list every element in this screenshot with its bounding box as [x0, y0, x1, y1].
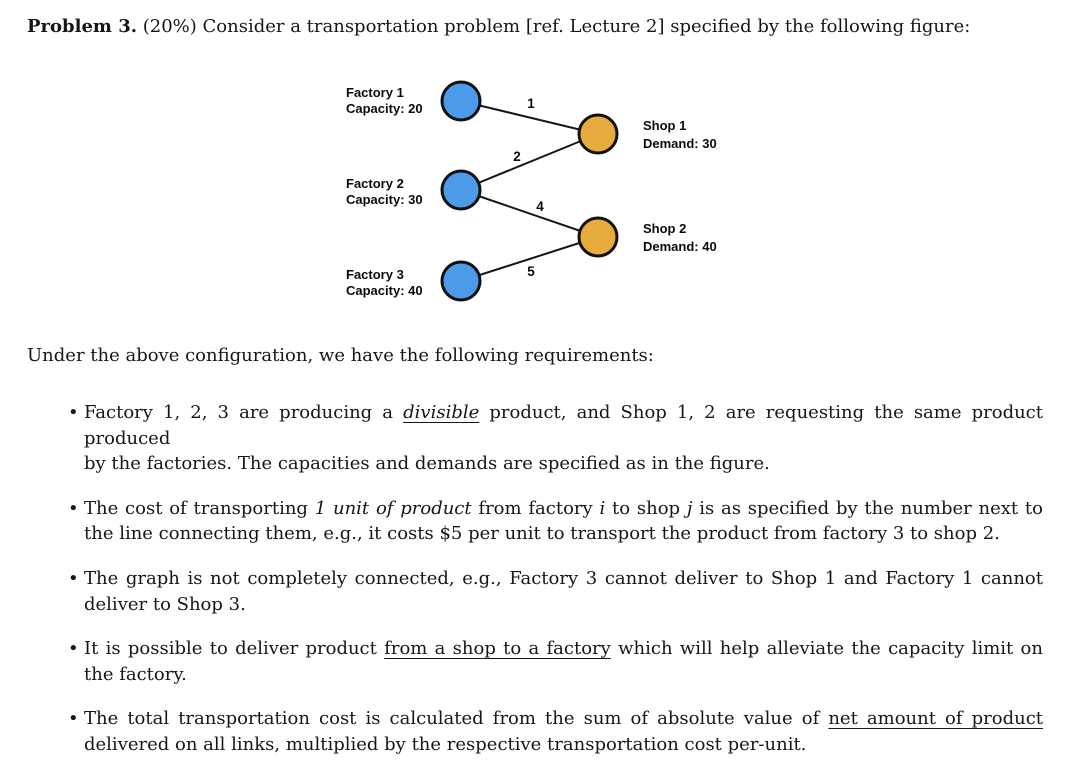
text-segment: product, and Shop 1, 2 are requesting th… — [84, 402, 1043, 449]
requirement-1-line-1: Factory 1, 2, 3 are producing a divisibl… — [84, 400, 1043, 451]
text-segment: 1 unit of product — [314, 497, 472, 519]
text-segment: Factory 1, 2, 3 are producing a — [84, 402, 404, 423]
edge-cost-factory-2-shop-2: 4 — [536, 199, 544, 214]
bullet-marker: • — [68, 497, 79, 519]
requirement-item-3: •The graph is not completely connected, … — [27, 566, 1043, 617]
requirement-2-line-1: The cost of transporting 1 unit of produ… — [84, 496, 1043, 522]
edge-cost-factory-3-shop-2: 5 — [527, 264, 535, 279]
bullet-marker: • — [68, 567, 79, 589]
factory-3-label-line2: Capacity: 40 — [346, 283, 423, 298]
requirement-2-line-2: the line connecting them, e.g., it costs… — [84, 521, 1043, 547]
edge-factory-2-shop-1 — [460, 133, 599, 191]
factory-2-label-line1: Factory 2 — [346, 176, 404, 191]
text-segment: i — [599, 497, 606, 519]
text-segment: from a shop to a factory — [384, 638, 611, 660]
text-segment: the factory. — [84, 663, 187, 685]
text-segment: which will help alleviate the capacity l… — [610, 638, 1043, 660]
factory-2-label-line2: Capacity: 30 — [346, 192, 423, 207]
text-segment: by the factories. The capacities and dem… — [84, 453, 770, 475]
requirement-4-line-2: the factory. — [84, 662, 1043, 688]
text-segment: It is possible to deliver product — [84, 638, 385, 660]
intro-paragraph: Under the above configuration, we have t… — [27, 345, 654, 366]
factory-3-label-line1: Factory 3 — [346, 267, 404, 282]
text-segment: to shop — [605, 497, 687, 519]
text-segment: the line connecting them, e.g., it costs… — [84, 523, 1000, 545]
edge-factory-2-shop-2 — [460, 189, 599, 238]
bullet-marker: • — [68, 638, 79, 660]
problem-title-text: (20%) Consider a transportation problem … — [137, 16, 971, 37]
edge-cost-factory-1-shop-1: 1 — [527, 96, 535, 111]
problem-title-number: Problem 3. — [27, 16, 138, 37]
factory-1-node — [440, 80, 482, 122]
problem-title: Problem 3. (20%) Consider a transportati… — [27, 14, 1043, 40]
shop-1-label-line1: Shop 1 — [643, 118, 686, 133]
requirement-4-line-1: It is possible to deliver product from a… — [84, 636, 1043, 662]
shop-1-label-line2: Demand: 30 — [643, 136, 717, 151]
factory-1-label-line2: Capacity: 20 — [346, 101, 423, 116]
requirement-5-line-2: delivered on all links, multiplied by th… — [84, 732, 1043, 758]
edge-cost-factory-2-shop-1: 2 — [513, 149, 521, 164]
shop-2-node — [577, 216, 619, 258]
text-segment: The total transportation cost is calcula… — [84, 708, 829, 730]
text-segment: delivered on all links, multiplied by th… — [84, 733, 807, 755]
bullet-marker: • — [68, 402, 79, 423]
text-segment: is as specified by the number next to — [692, 497, 1043, 519]
requirement-item-5: •The total transportation cost is calcul… — [27, 706, 1043, 757]
text-segment: deliver to Shop 3. — [84, 593, 246, 615]
text-segment: The cost of transporting — [84, 497, 315, 519]
edge-factory-1-shop-1 — [460, 100, 599, 135]
factory-3-node — [440, 260, 482, 302]
requirement-1-line-2: by the factories. The capacities and dem… — [84, 451, 1043, 477]
requirement-item-4: •It is possible to deliver product from … — [27, 636, 1043, 687]
requirement-5-line-1: The total transportation cost is calcula… — [84, 706, 1043, 732]
shop-1-node — [577, 113, 619, 155]
text-segment: net amount of product — [828, 708, 1044, 730]
requirement-item-2: •The cost of transporting 1 unit of prod… — [27, 496, 1043, 547]
text-segment: from factory — [471, 497, 600, 519]
bullet-marker: • — [68, 708, 79, 730]
document-page: Problem 3. (20%) Consider a transportati… — [27, 14, 1043, 755]
requirements-list: •Factory 1, 2, 3 are producing a divisib… — [27, 400, 1043, 777]
text-segment: The graph is not completely connected, e… — [84, 567, 1043, 589]
shop-2-label-line1: Shop 2 — [643, 221, 686, 236]
text-segment: divisible — [403, 402, 480, 423]
edge-factory-3-shop-2 — [460, 236, 599, 282]
shop-2-label-line2: Demand: 40 — [643, 239, 717, 254]
factory-1-label-line1: Factory 1 — [346, 85, 404, 100]
text-segment: j — [686, 497, 693, 519]
factory-2-node — [440, 169, 482, 211]
requirement-3-line-2: deliver to Shop 3. — [84, 592, 1043, 618]
requirement-item-1: •Factory 1, 2, 3 are producing a divisib… — [27, 400, 1043, 477]
requirement-3-line-1: The graph is not completely connected, e… — [84, 566, 1043, 592]
